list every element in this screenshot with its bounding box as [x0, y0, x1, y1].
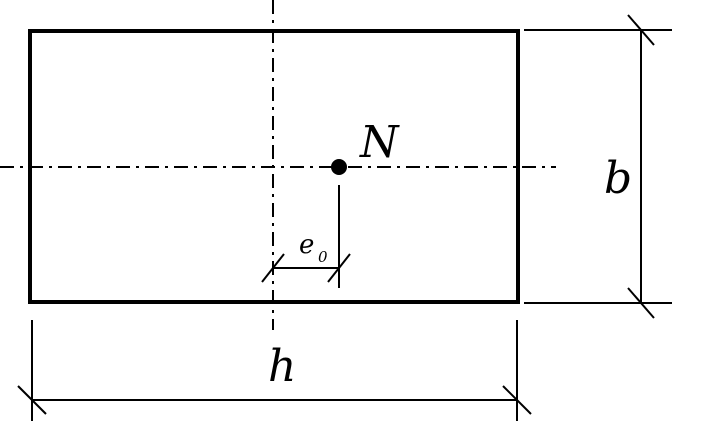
width-tick-bottom — [627, 287, 655, 319]
width-dimension: b — [524, 14, 672, 319]
eccentricity-tick-right — [327, 253, 351, 283]
load-label: N — [359, 117, 400, 168]
width-tick-top — [627, 14, 655, 46]
eccentricity-subscript: 0 — [318, 248, 328, 266]
height-tick-left — [17, 385, 47, 415]
load-point — [331, 159, 347, 175]
height-tick-right — [502, 385, 532, 415]
eccentricity-tick-left — [261, 253, 285, 283]
eccentricity-label: e — [299, 230, 314, 260]
height-label: h — [268, 341, 296, 392]
eccentricity-dimension: e 0 — [261, 230, 351, 283]
width-label: b — [604, 153, 632, 204]
height-dimension: h — [17, 320, 532, 421]
